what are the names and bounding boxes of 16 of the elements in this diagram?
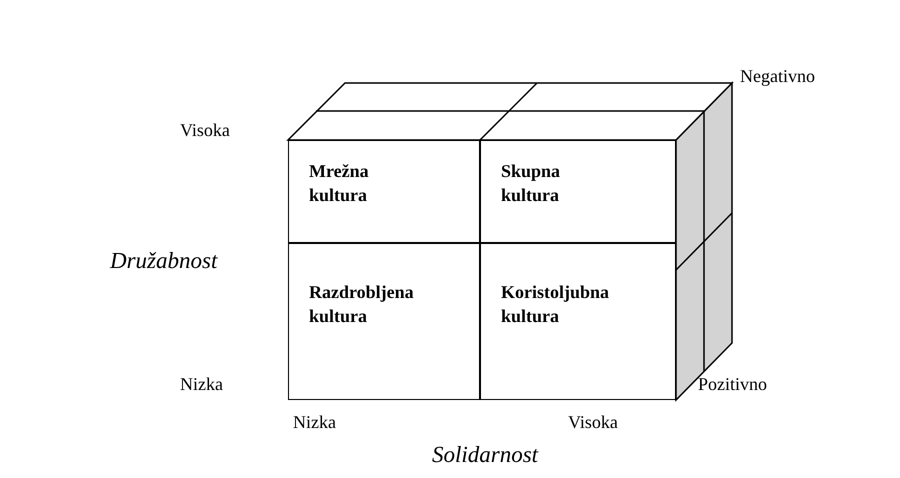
axis-label: Pozitivno [698,374,768,395]
scale-label: Nizka [293,412,336,433]
quadrant-cell [480,243,676,400]
quadrant-cell [288,243,480,400]
axis-title: Družabnost [110,248,218,274]
quadrant-label: Mrežna kultura [309,160,369,208]
quadrant-label: Koristoljubna kultura [501,281,610,328]
scale-label: Visoka [180,120,230,141]
scale-label: Nizka [180,374,223,395]
quadrant-cell [480,140,676,243]
axis-label: Negativno [740,66,815,87]
quadrant-label: Razdrobljena kultura [309,281,414,328]
quadrant-label: Skupna kultura [501,160,560,208]
axis-title: Solidarnost [432,442,538,468]
scale-label: Visoka [568,412,618,433]
quadrant-cell [288,140,480,243]
